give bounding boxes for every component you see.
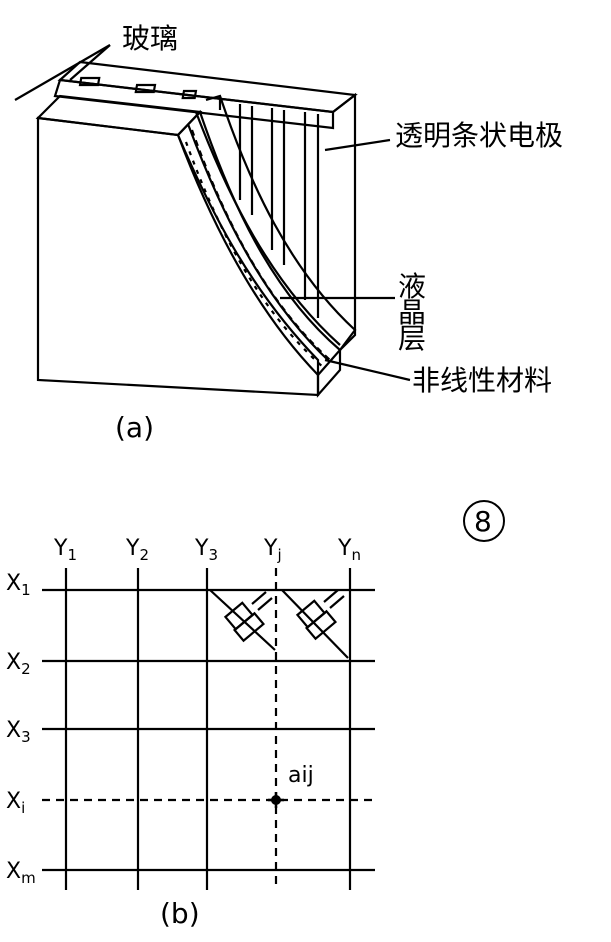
- nonlinear-material-dashes-2: [184, 141, 325, 369]
- front-block-front: [36, 116, 320, 397]
- curve-layer-back: [205, 94, 357, 351]
- leader-glass-1: [69, 44, 111, 81]
- row-label-x1: X1: [6, 571, 31, 599]
- top-electrode-2: [134, 83, 157, 94]
- label-lc-1: 液: [398, 270, 426, 303]
- caption-a: (a): [115, 411, 154, 444]
- figure-a: [14, 44, 411, 398]
- figure-number: 8: [474, 505, 492, 538]
- grid-lines: [42, 568, 375, 890]
- leader-electrode: [324, 138, 391, 152]
- pixel-element-1: [209, 589, 276, 651]
- back-panel: [332, 92, 357, 351]
- figure-number-circle: [463, 500, 505, 542]
- row-label-xi: Xi: [6, 789, 25, 817]
- top-electrode-1: [78, 76, 101, 87]
- node-aij-star: [268, 792, 284, 808]
- label-nonlinear: 非线性材料: [412, 364, 552, 397]
- bottom-edge-right: [316, 350, 342, 398]
- label-lc-3: 层: [398, 322, 426, 355]
- top-electrode-3: [181, 89, 198, 100]
- row-label-x3: X3: [6, 718, 31, 746]
- leader-glass-2: [14, 44, 111, 101]
- column-label-y3: Y3: [194, 536, 218, 564]
- label-glass: 玻璃: [122, 22, 178, 55]
- column-label-y1: Y1: [53, 536, 77, 564]
- column-label-yj: Yj: [263, 536, 282, 564]
- nonlinear-material-dashes: [190, 129, 331, 361]
- row-label-xm: Xm: [6, 859, 36, 887]
- node-aij-label: aij: [288, 763, 314, 788]
- pixel-element-2: [281, 589, 349, 659]
- curve-layer-inner: [194, 111, 341, 346]
- front-block-top: [35, 94, 203, 137]
- label-lc-2: 晶: [398, 296, 426, 329]
- leader-nonlinear: [324, 358, 411, 382]
- caption-b: (b): [160, 897, 200, 930]
- top-glass-face: [57, 60, 358, 114]
- top-glass-inner: [53, 78, 335, 130]
- row-label-x2: X2: [6, 650, 31, 678]
- column-label-yn: Yn: [337, 536, 361, 564]
- label-electrode: 透明条状电极: [395, 119, 563, 152]
- curve-layer-mid: [186, 123, 331, 363]
- column-label-y2: Y2: [125, 536, 149, 564]
